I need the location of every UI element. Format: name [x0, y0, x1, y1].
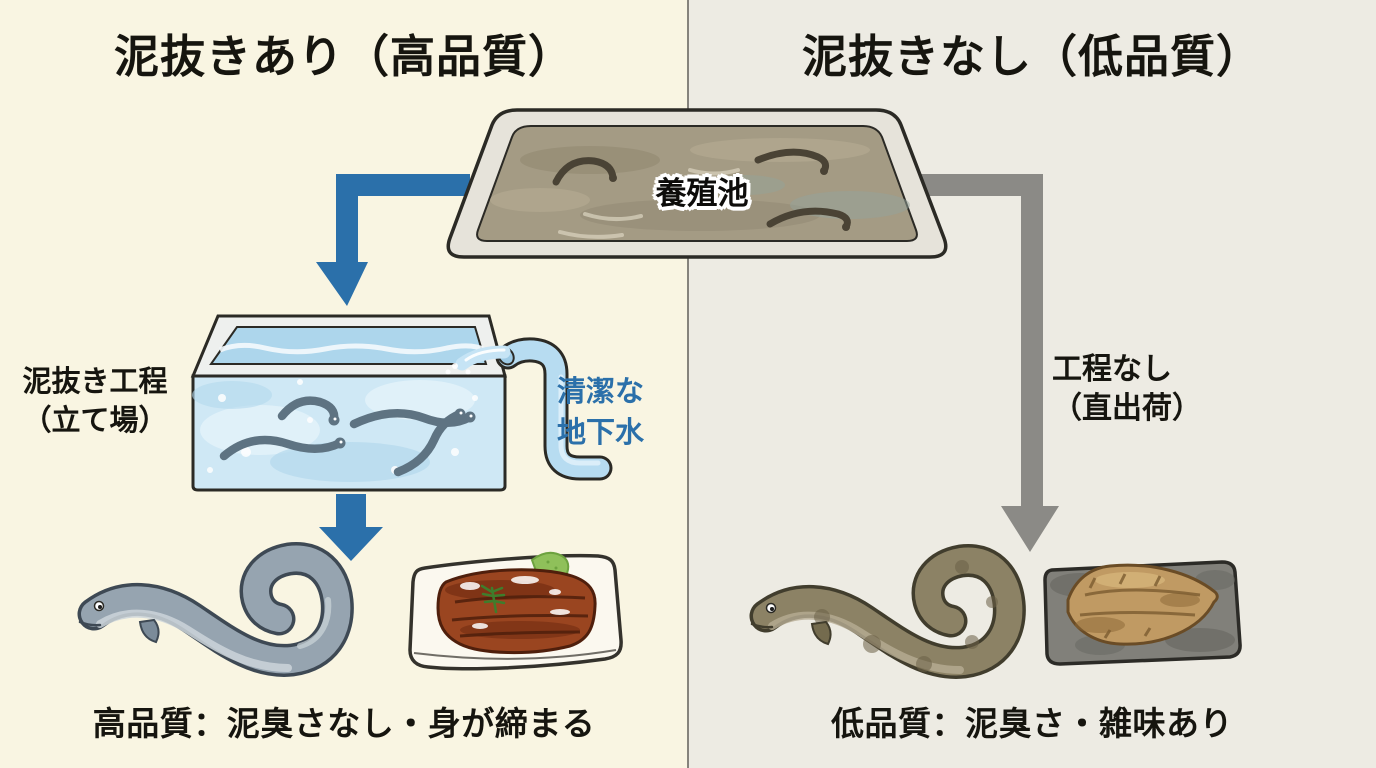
clean-groundwater-label: 清潔な 地下水: [557, 372, 644, 454]
panel-divider: [687, 0, 689, 768]
tank-eels: [219, 396, 475, 477]
farm-pond-illustration: [446, 108, 948, 259]
no-process-label: 工程なし （直出荷）: [1052, 350, 1202, 428]
mud-removal-process-label: 泥抜き工程 （立て場）: [0, 363, 190, 441]
dull-grill-marks: [1079, 573, 1201, 639]
herb-sprig: [480, 584, 506, 614]
holding-tank-illustration: [190, 314, 613, 492]
mud-mottles: [814, 560, 998, 672]
pond-ripples: [558, 168, 740, 239]
no-process-label-line2: （直出荷）: [1052, 392, 1202, 425]
right-column-title: 泥抜きなし（低品質）: [801, 31, 1262, 82]
low-quality-result-caption: 低品質：泥臭さ・雑味あり: [831, 705, 1233, 742]
no-process-label-line1: 工程なし: [1052, 353, 1172, 386]
tank-eel-eyes: [333, 411, 473, 444]
gray-elbow-arrow: [878, 174, 1059, 552]
kabayaki-plate-illustration: [408, 551, 623, 671]
left-column-title: 泥抜きあり（高品質）: [113, 31, 574, 82]
glaze-highlights: [460, 576, 570, 629]
pond-label: 養殖池: [655, 176, 749, 211]
muddy-eel-illustration: [749, 543, 1026, 679]
clean-groundwater-label-line1: 清潔な: [557, 376, 645, 408]
pouring-water: [445, 345, 511, 375]
mud-removal-process-label-line1: 泥抜き工程: [22, 366, 168, 398]
pond-eels: [552, 148, 851, 231]
blue-down-arrow: [319, 494, 383, 561]
dull-kabayaki-plate-illustration: [1043, 560, 1242, 666]
pond-eel-heads: [609, 167, 850, 231]
blue-elbow-arrow: [316, 174, 470, 306]
clean-eel-illustration: [77, 541, 354, 677]
clean-groundwater-label-line2: 地下水: [557, 417, 645, 450]
grill-marks: [451, 595, 589, 638]
high-quality-result-caption: 高品質：泥臭さなし・身が締まる: [92, 705, 596, 742]
mud-removal-process-label-line2: （立て場）: [22, 404, 168, 437]
